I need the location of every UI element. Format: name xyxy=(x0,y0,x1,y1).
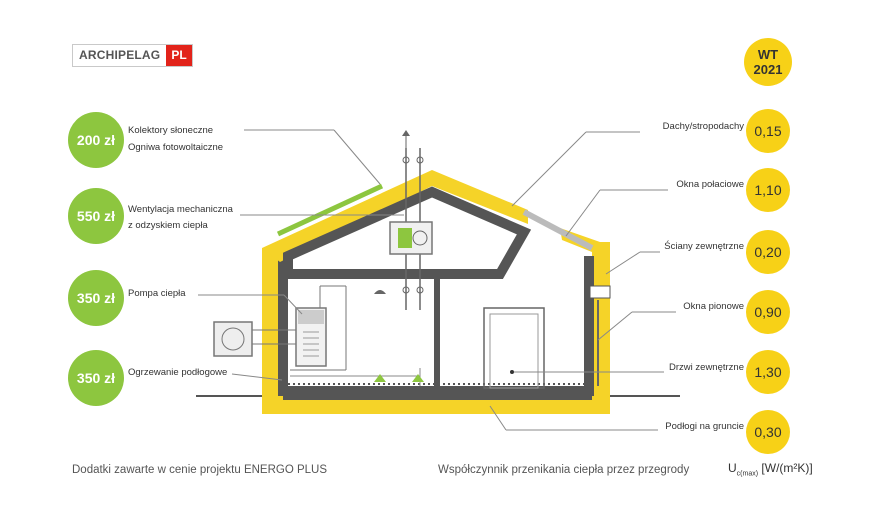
logo-text: ARCHIPELAG xyxy=(73,45,167,66)
duct-vent-a xyxy=(402,286,410,294)
label-external-doors: Drzwi zewnętrzne xyxy=(669,362,744,373)
leader-roof-a xyxy=(511,131,587,207)
skylight xyxy=(522,209,594,251)
heat-pump-coil xyxy=(303,331,319,357)
duct-arrowhead-a xyxy=(402,130,410,136)
heat-recovery-core xyxy=(398,228,412,248)
attic-frame xyxy=(283,186,532,279)
leader-wall-a xyxy=(605,251,641,275)
heat-pump-fan xyxy=(221,327,245,351)
leader-floor-heating xyxy=(231,373,283,381)
heat-recovery-fan xyxy=(412,230,428,246)
u-value-roofs: 0,15 xyxy=(746,109,790,153)
left-wall xyxy=(278,248,288,396)
roof-insulation-left xyxy=(262,170,528,262)
u-value-external-doors: 1,30 xyxy=(746,350,790,394)
right-window-lintel xyxy=(589,285,611,299)
label-photovoltaics: Ogniwa fotowoltaiczne xyxy=(128,142,224,153)
floor-slab xyxy=(283,386,601,400)
price-heat-pump: 350 zł xyxy=(68,270,124,326)
heat-arrow-1 xyxy=(374,374,386,382)
leader-skylight-a xyxy=(565,189,601,237)
logo-accent: PL xyxy=(166,45,192,66)
label-solar-collectors: Kolektory słoneczne xyxy=(128,125,214,136)
archipelag-logo: ARCHIPELAG PL xyxy=(72,44,193,67)
label-floor-heating: Ogrzewanie podłogowe xyxy=(128,367,228,378)
left-wall-insulation xyxy=(262,248,280,414)
label-vertical-windows: Okna pionowe xyxy=(683,301,744,312)
door-leader-dot xyxy=(510,370,514,374)
duct-outlet-b xyxy=(416,156,424,164)
ceiling-lamp xyxy=(374,290,386,294)
heat-pump-tank-top xyxy=(298,310,324,324)
duct-outlet-a xyxy=(402,156,410,164)
unit-symbol: U xyxy=(728,461,737,475)
interior-door-panel xyxy=(489,313,539,389)
unit-tail: [W/(m²K)] xyxy=(761,461,813,475)
leader-window-a xyxy=(597,311,633,341)
price-floor-heating: 350 zł xyxy=(68,350,124,406)
u-value-vertical-windows: 0,90 xyxy=(746,290,790,334)
duct-vent-b xyxy=(416,286,424,294)
u-value-roof-windows: 1,10 xyxy=(746,168,790,212)
right-wall-insulation xyxy=(592,242,610,414)
label-ground-floors: Podłogi na gruncie xyxy=(665,421,744,432)
wt-year: 2021 xyxy=(753,62,783,77)
wt-label: WT xyxy=(757,47,779,62)
u-value-external-walls: 0,20 xyxy=(746,230,790,274)
footer-heat-transfer-coefficient: Współczynnik przenikania ciepła przez pr… xyxy=(438,464,690,476)
label-roofs: Dachy/stropodachy xyxy=(662,121,744,132)
footer-unit: Uc(max) [W/(m²K)] xyxy=(728,461,813,477)
right-wall xyxy=(584,256,594,396)
footer-included-extras: Dodatki zawarte w cenie projektu ENERGO … xyxy=(72,464,328,476)
interior-wall xyxy=(434,272,440,388)
u-value-ground-floors: 0,30 xyxy=(746,410,790,454)
label-heat-recovery: z odzyskiem ciepła xyxy=(128,220,208,231)
unit-subscript: c(max) xyxy=(736,470,759,478)
leader-solar-b xyxy=(333,129,381,185)
wt-2021-badge: WT 2021 xyxy=(744,38,792,86)
price-ventilation: 550 zł xyxy=(68,188,124,244)
price-solar: 200 zł xyxy=(68,112,124,168)
roof-insulation-right xyxy=(560,228,610,252)
leader-floor-a xyxy=(489,405,507,431)
label-external-walls: Ściany zewnętrzne xyxy=(664,241,744,252)
label-heat-pump: Pompa ciepła xyxy=(128,288,186,299)
solar-panel xyxy=(276,183,384,237)
label-roof-windows: Okna połaciowe xyxy=(676,179,744,190)
interior-door xyxy=(483,307,545,389)
label-ventilation: Wentylacja mechaniczna xyxy=(128,204,233,215)
leader-heatpump-b xyxy=(283,294,303,315)
heat-arrow-2 xyxy=(412,374,424,382)
heat-pump-outdoor-unit xyxy=(213,321,253,357)
